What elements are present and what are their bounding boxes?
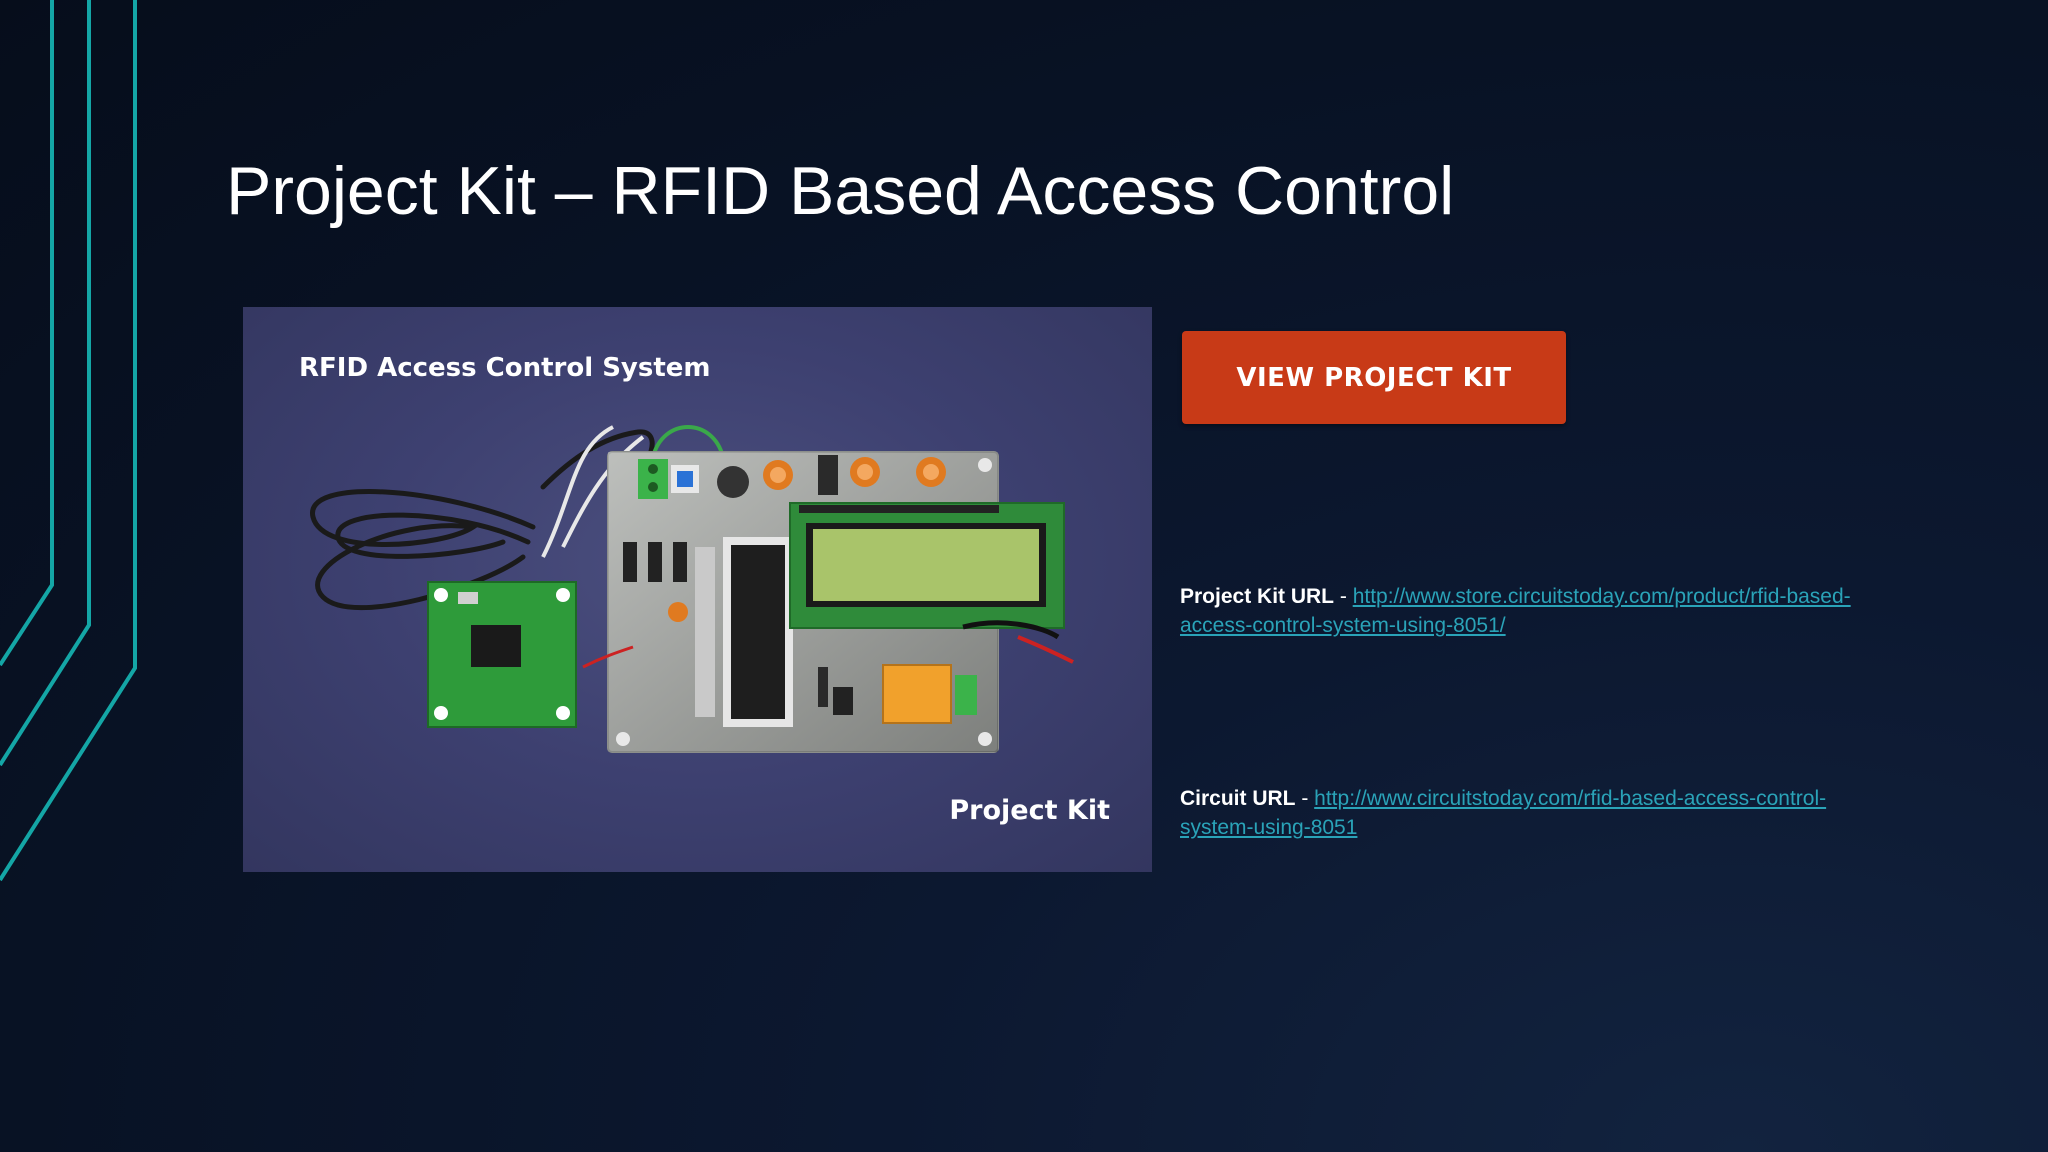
project-kit-image: RFID Access Control System Project Kit (243, 307, 1152, 872)
decorative-lines (0, 0, 137, 882)
project-kit-url-link[interactable]: http://www.store.circuitstoday.com/produ… (1180, 585, 1851, 637)
view-project-kit-label: VIEW PROJECT KIT (1236, 362, 1512, 393)
project-kit-url-separator: - (1334, 585, 1353, 608)
project-kit-url-label: Project Kit URL (1180, 585, 1335, 608)
view-project-kit-button[interactable]: VIEW PROJECT KIT (1182, 331, 1566, 424)
circuit-url-link[interactable]: http://www.circuitstoday.com/rfid-based-… (1180, 787, 1827, 839)
image-caption-title: RFID Access Control System (299, 353, 711, 383)
circuit-url-label: Circuit URL (1180, 787, 1296, 810)
circuit-url-block: Circuit URL - http://www.circuitstoday.c… (1180, 784, 1880, 842)
project-kit-url-block: Project Kit URL - http://www.store.circu… (1180, 582, 1880, 640)
slide-title: Project Kit – RFID Based Access Control (226, 153, 1455, 229)
image-caption-subtitle: Project Kit (949, 795, 1110, 826)
circuit-url-separator: - (1295, 787, 1315, 810)
circuit-board-illustration (310, 425, 1074, 753)
